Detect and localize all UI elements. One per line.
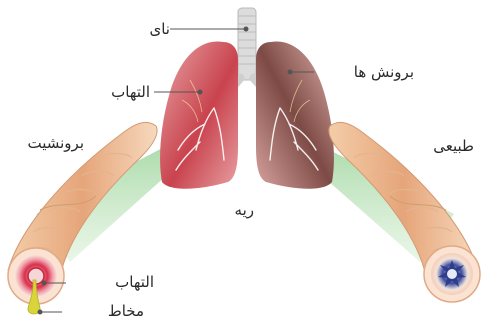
right-lung-icon — [256, 41, 334, 188]
label-trachea: نای — [150, 20, 171, 38]
inflamed-lung-icon — [160, 41, 238, 188]
label-bronchitis: برونشیت — [27, 134, 84, 152]
label-lung: ریه — [235, 201, 254, 219]
label-inflammation-lung: التهاب — [111, 83, 150, 101]
label-normal: طبیعی — [433, 137, 474, 155]
label-mucus: مخاط — [108, 302, 144, 320]
label-bronchi: برونش ها — [354, 63, 414, 81]
label-inflammation-tube: التهاب — [115, 273, 154, 291]
